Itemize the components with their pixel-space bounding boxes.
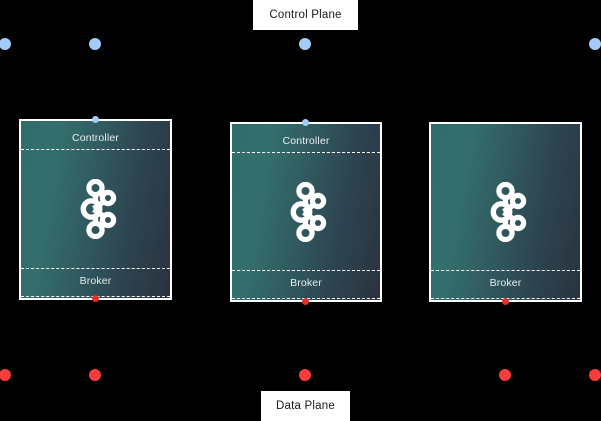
node-1-controller-divider — [21, 149, 170, 150]
broker-node-1[interactable]: Controller — [19, 119, 172, 300]
broker-node-1-body: Controller — [21, 121, 170, 298]
data-endpoint-3[interactable] — [499, 369, 511, 381]
node-1-broker-label: Broker — [79, 274, 112, 287]
node-2-control-port[interactable] — [302, 119, 309, 126]
control-endpoint-2[interactable] — [299, 38, 311, 50]
broker-node-3-body: Broker — [431, 124, 580, 300]
data-plane-label-text: Data Plane — [276, 400, 335, 412]
control-plane-label: Control Plane — [253, 0, 358, 30]
node-2-broker-divider — [232, 270, 380, 271]
kafka-logo-icon — [283, 182, 329, 242]
node-3-kafka-logo-wrap — [431, 182, 580, 242]
broker-node-2[interactable]: Controller — [230, 122, 382, 302]
node-2-controller-divider — [232, 152, 380, 153]
node-2-broker-label: Broker — [290, 276, 322, 289]
broker-node-2-body: Controller — [232, 124, 380, 300]
broker-node-3[interactable]: Broker — [429, 122, 582, 302]
control-endpoint-0[interactable] — [0, 38, 11, 50]
node-1-control-port[interactable] — [92, 116, 99, 123]
data-plane-label: Data Plane — [261, 391, 350, 421]
kafka-logo-icon — [483, 182, 529, 242]
data-endpoint-2[interactable] — [299, 369, 311, 381]
node-1-broker-divider — [21, 268, 170, 269]
data-endpoint-0[interactable] — [0, 369, 11, 381]
node-1-kafka-logo-wrap — [21, 179, 170, 239]
kafka-logo-icon — [73, 179, 119, 239]
control-endpoint-1[interactable] — [89, 38, 101, 50]
node-2-controller-label: Controller — [282, 135, 330, 147]
data-endpoint-1[interactable] — [89, 369, 101, 381]
data-endpoint-4[interactable] — [589, 369, 601, 381]
node-3-broker-divider — [431, 270, 580, 271]
node-3-data-port[interactable] — [502, 298, 509, 305]
node-1-data-port[interactable] — [92, 295, 99, 302]
control-endpoint-3[interactable] — [589, 38, 601, 50]
node-3-broker-label: Broker — [489, 276, 522, 289]
node-2-kafka-logo-wrap — [232, 182, 380, 242]
node-1-controller-label: Controller — [71, 132, 120, 144]
node-2-data-port[interactable] — [302, 298, 309, 305]
control-plane-label-text: Control Plane — [269, 9, 342, 21]
